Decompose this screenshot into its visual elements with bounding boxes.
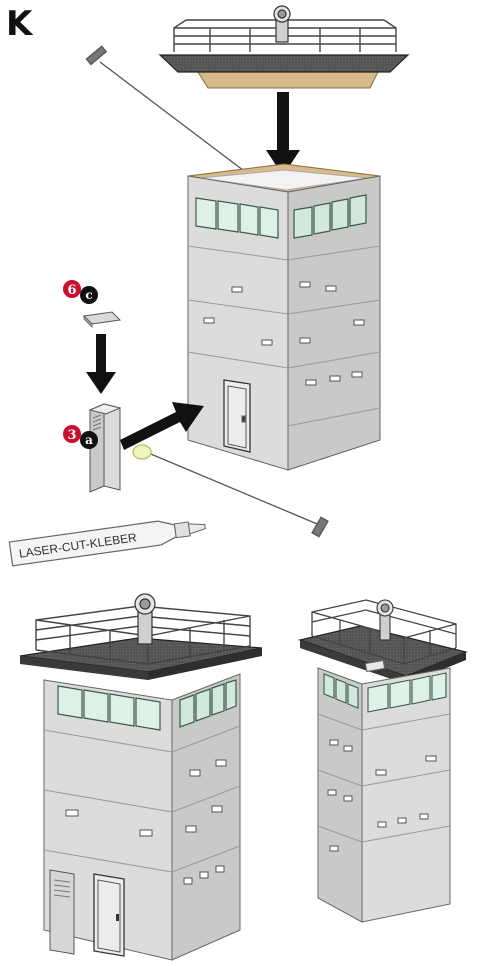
- marker-6c: 6 c: [63, 280, 98, 304]
- small-down-arrow: [86, 334, 116, 394]
- tower-assembled-rear: [300, 600, 466, 922]
- roof-platform-exploded: [160, 6, 408, 88]
- tower-assembled-front: [20, 594, 262, 960]
- glue-tube: LASER-CUT-KLEBER: [9, 515, 206, 566]
- marker-3a-letter: a: [85, 433, 93, 447]
- part-vent-cover: [84, 312, 120, 327]
- marker-6c-letter: c: [85, 288, 92, 302]
- tower-main: [188, 164, 380, 470]
- marker-3a-number: 3: [67, 428, 76, 443]
- part-vent-column: [90, 404, 120, 492]
- tower-door: [224, 380, 250, 452]
- down-arrow: [266, 92, 300, 176]
- marker-6c-number: 6: [67, 283, 76, 298]
